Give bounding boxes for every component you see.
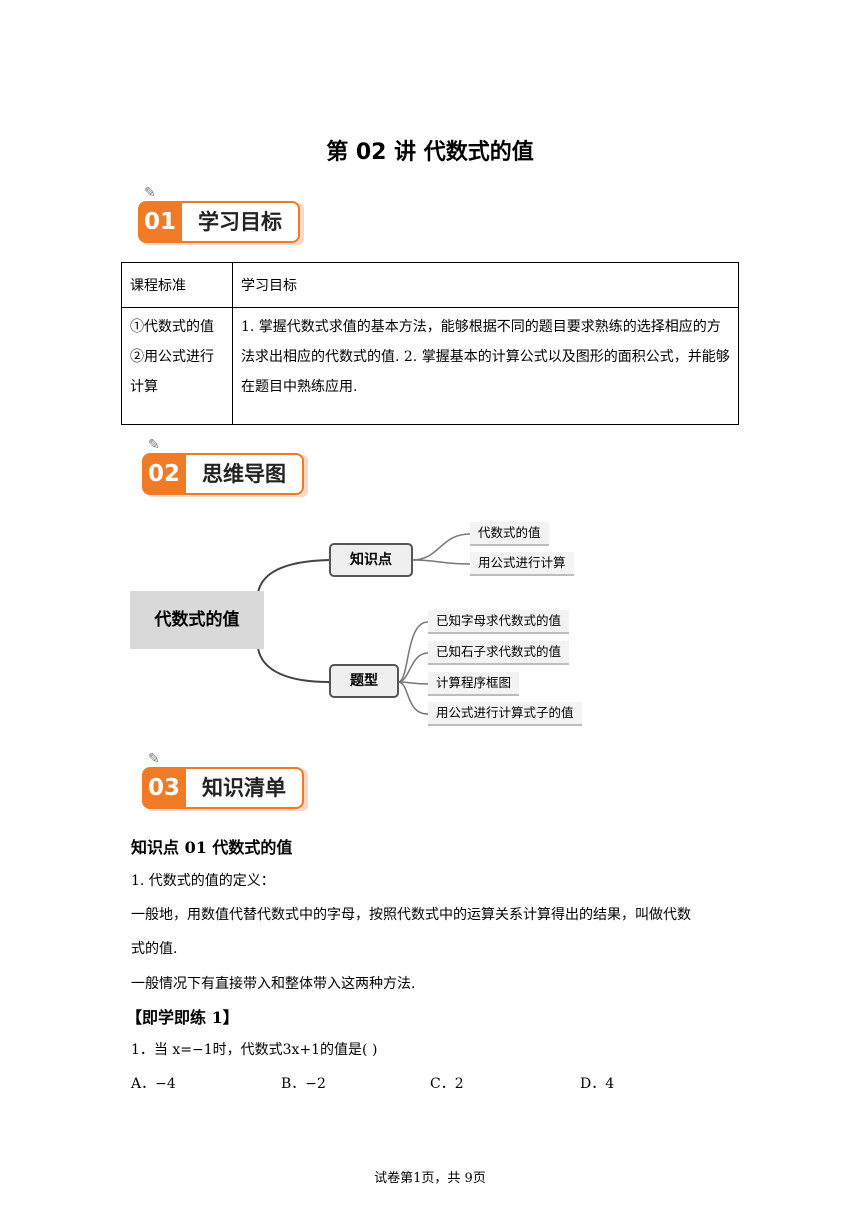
section-badge-mindmap: ✎ 02 思维导图 (140, 437, 315, 497)
clip-icon: ✎ (148, 437, 160, 453)
section-number: 02 (142, 453, 186, 495)
mindmap-leaf: 代数式的值 (470, 522, 549, 546)
table-cell-goals: 1. 掌握代数式求值的基本方法，能够根据不同的题目要求熟练的选择相应的方法求出相… (232, 307, 739, 425)
knowledge-heading: 知识点 01 代数式的值 (131, 838, 293, 857)
mindmap-leaf: 已知石子求代数式的值 (428, 641, 570, 665)
clip-icon: ✎ (144, 185, 156, 201)
definition-title: 1. 代数式的值的定义： (131, 873, 275, 889)
methods-text: 一般情况下有直接带入和整体带入这两种方法. (131, 976, 416, 992)
mindmap-leaf: 已知字母求代数式的值 (428, 610, 570, 634)
answer-option-a: A．−4 (131, 1076, 176, 1092)
question-text: 1．当 x=−1时，代数式3x+1的值是( ) (131, 1042, 378, 1058)
section-badge-goals: ✎ 01 学习目标 (136, 185, 311, 245)
mindmap-leaf: 用公式进行计算 (470, 552, 574, 576)
table-cell-standards: ①代数式的值 ②用公式进行 计算 (121, 307, 233, 425)
section-label: 学习目标 (182, 201, 300, 243)
section-number: 03 (142, 767, 186, 809)
answer-option-b: B．−2 (281, 1076, 326, 1092)
page-footer: 试卷第1页，共 9页 (374, 1171, 486, 1186)
mindmap-leaf: 计算程序框图 (428, 672, 520, 696)
answer-option-d: D．4 (580, 1076, 615, 1092)
goals-table: 课程标准 学习目标 ①代数式的值 ②用公式进行 计算 1. 掌握代数式求值的基本… (121, 262, 739, 425)
section-label: 思维导图 (186, 453, 304, 495)
mindmap-branch-types: 题型 (329, 664, 399, 698)
mindmap-root: 代数式的值 (130, 591, 264, 649)
answer-option-c: C．2 (430, 1076, 464, 1092)
clip-icon: ✎ (148, 751, 160, 767)
definition-line: 一般地，用数值代替代数式中的字母，按照代数式中的运算关系计算得出的结果，叫做代数 (131, 907, 691, 923)
page-title: 第 02 讲 代数式的值 (326, 140, 534, 165)
definition-line: 式的值. (131, 941, 178, 957)
mindmap-branch-knowledge: 知识点 (329, 543, 413, 577)
section-label: 知识清单 (186, 767, 304, 809)
practice-heading: 【即学即练 1】 (126, 1008, 239, 1027)
mindmap-leaf: 用公式进行计算式子的值 (428, 702, 582, 726)
section-badge-checklist: ✎ 03 知识清单 (140, 751, 315, 811)
section-number: 01 (138, 201, 182, 243)
